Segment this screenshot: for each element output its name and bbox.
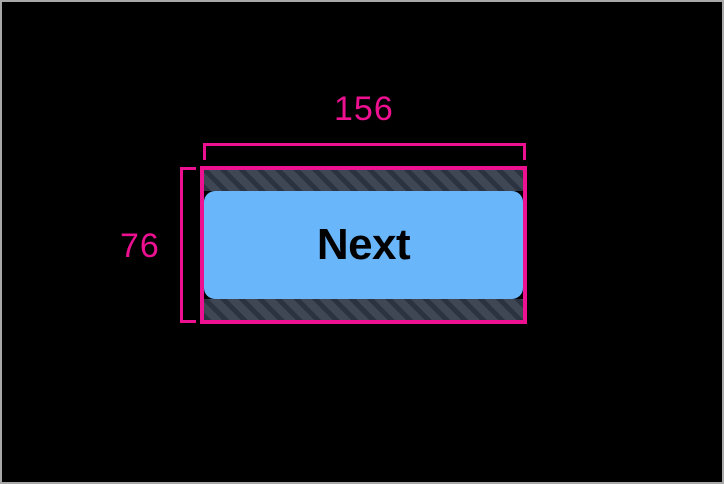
bottom-spacing-band [204, 299, 523, 320]
height-dimension-bracket [180, 167, 196, 323]
next-button[interactable]: Next [204, 191, 523, 299]
element-content-area: Next [204, 191, 523, 299]
measured-element: Next [204, 170, 523, 320]
width-dimension-label: 156 [334, 90, 394, 128]
height-dimension-label: 76 [120, 227, 160, 265]
top-spacing-band [204, 170, 523, 191]
next-button-label: Next [316, 220, 411, 269]
width-dimension-bracket [203, 143, 526, 160]
selection-outline [200, 166, 527, 324]
